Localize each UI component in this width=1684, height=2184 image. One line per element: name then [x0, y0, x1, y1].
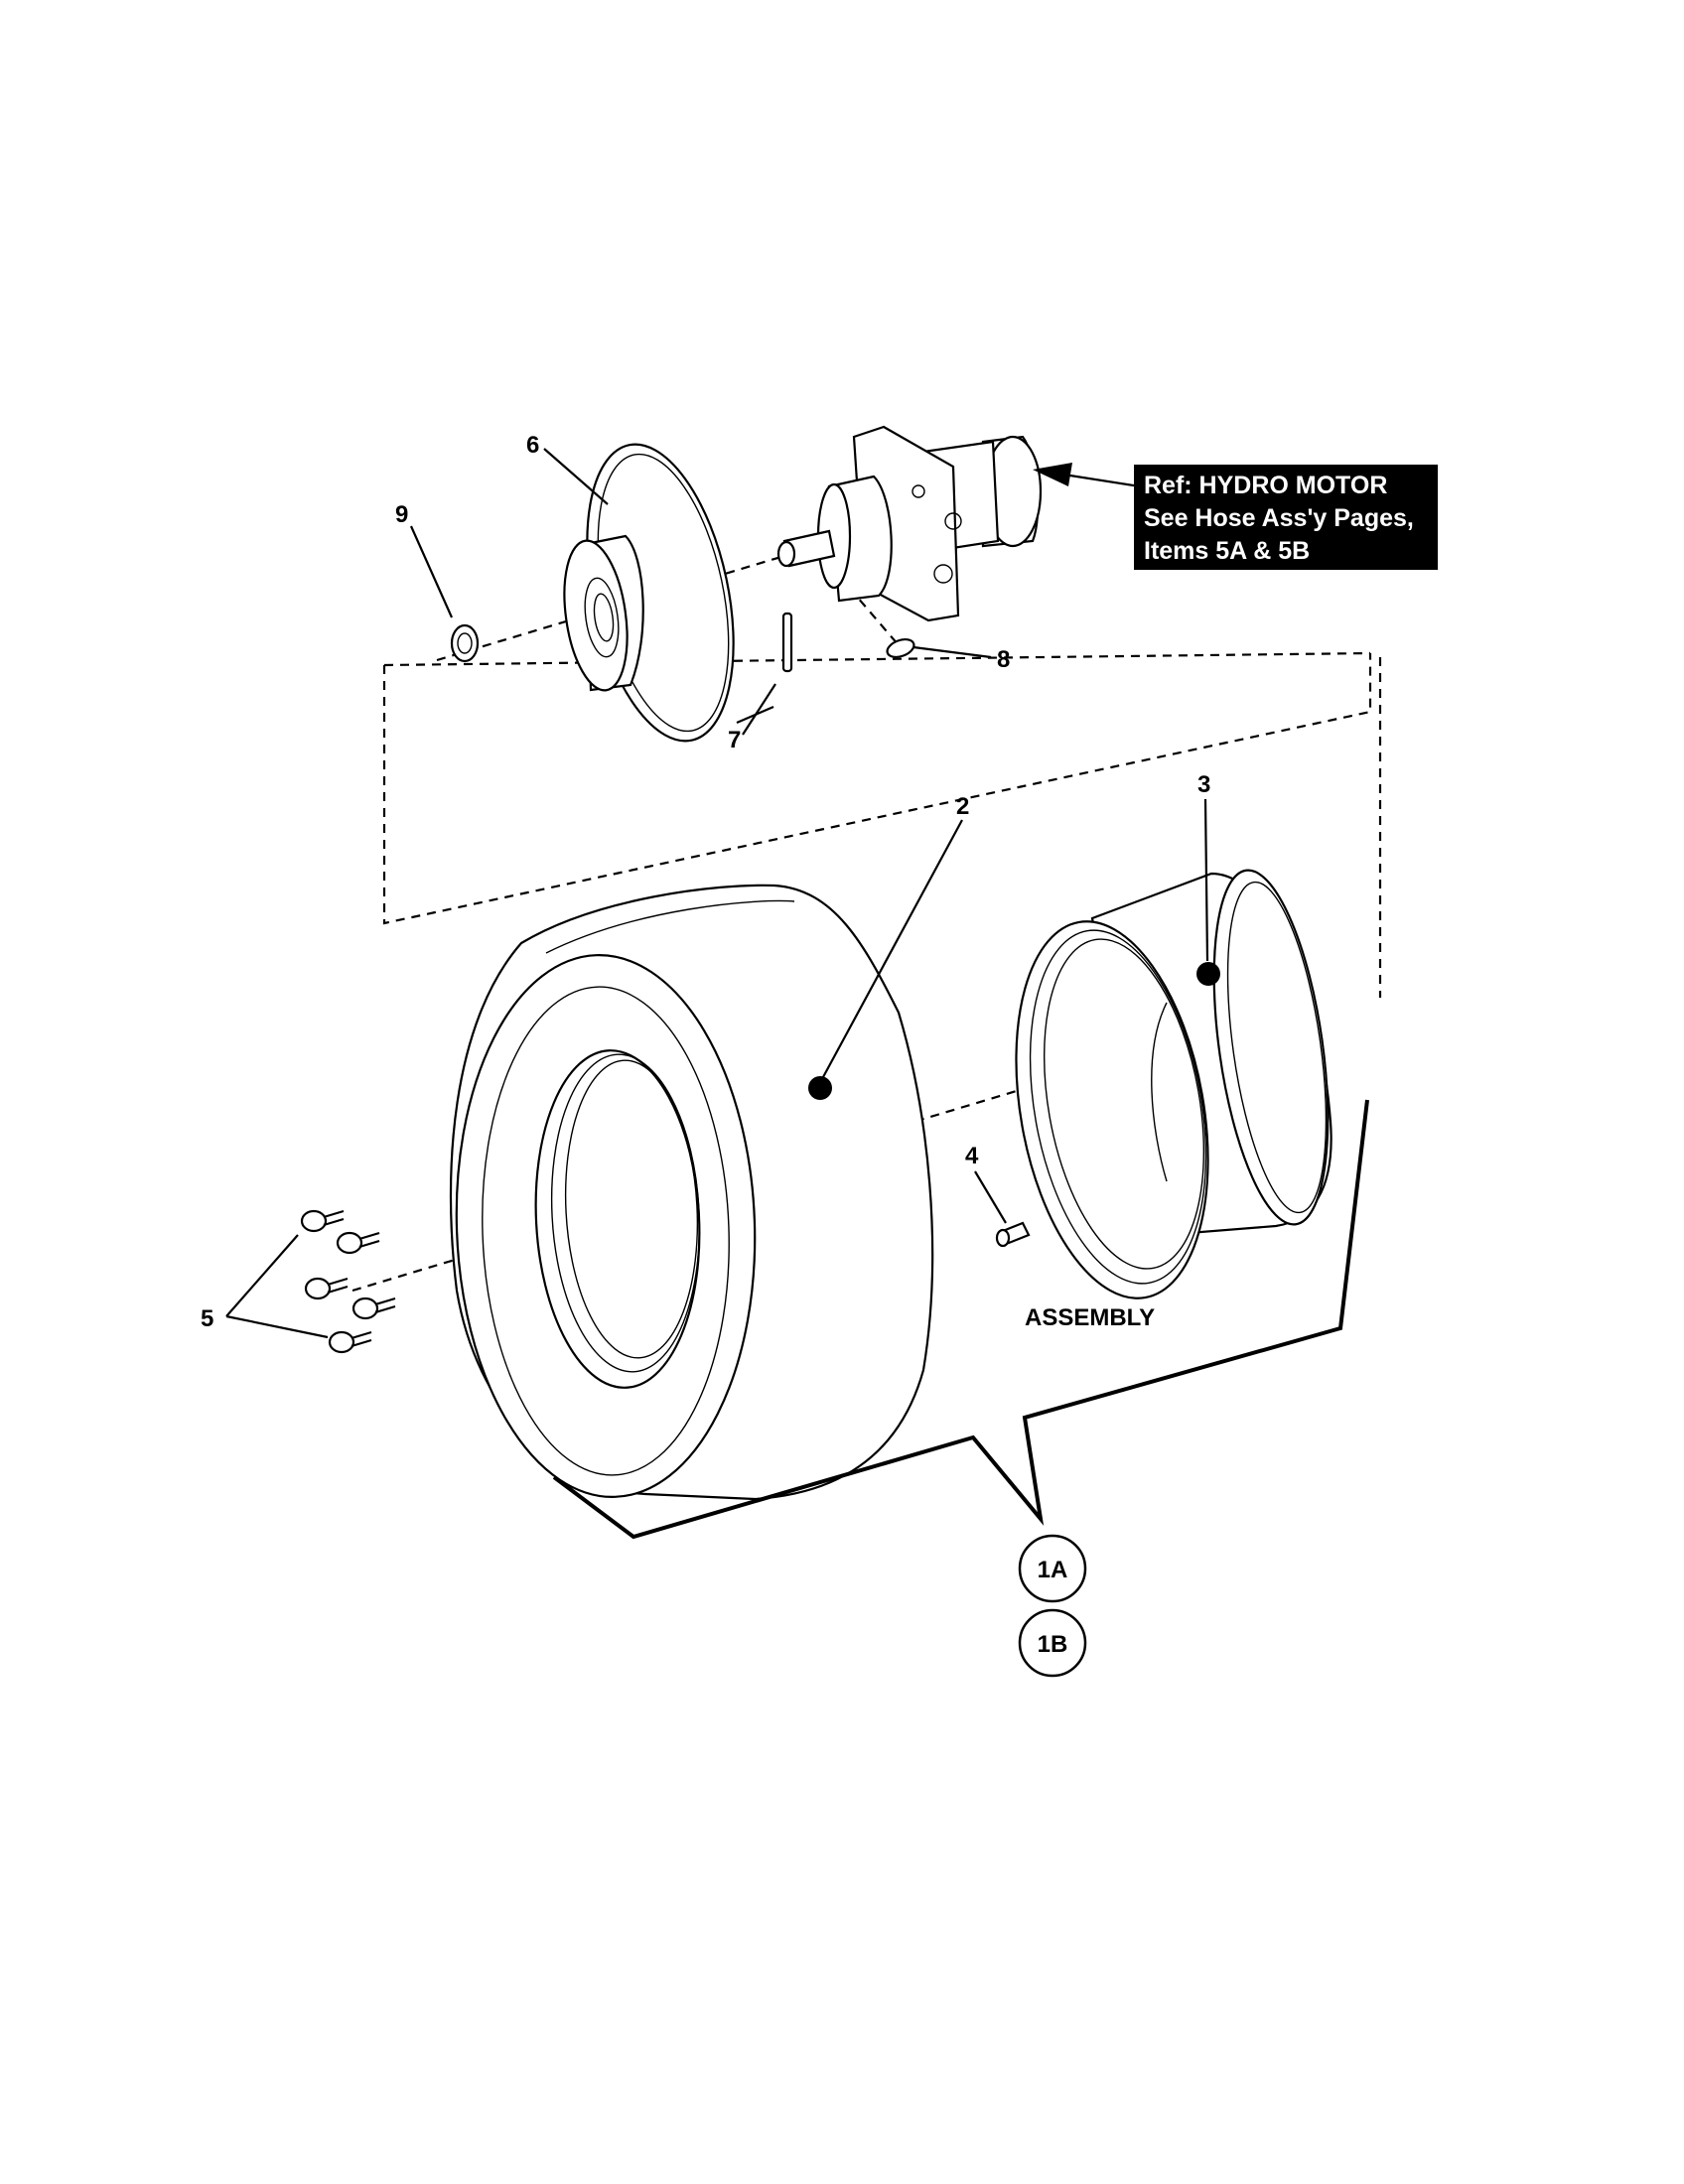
callout-9: 9	[395, 501, 408, 528]
callout-2: 2	[956, 793, 969, 820]
assembly-bracket	[552, 1099, 1369, 1540]
assembly-label: ASSEMBLY	[1025, 1304, 1155, 1331]
assembly-ref-1b: 1B	[1018, 1608, 1087, 1678]
callout-6: 6	[526, 432, 539, 459]
leader-lines	[225, 448, 1209, 1339]
callout-5: 5	[201, 1305, 213, 1332]
woodruff-key	[886, 637, 915, 659]
tire	[449, 884, 934, 1501]
hydro-motor-ref-arrow	[1033, 463, 1141, 488]
reference-line-3: Items 5A & 5B	[1144, 537, 1310, 565]
hydro-motor	[776, 425, 1043, 622]
reference-box-background	[1134, 465, 1438, 570]
hub	[563, 443, 735, 743]
assembly-ref-1b-label: 1B	[1038, 1631, 1068, 1658]
lug-bolts	[300, 1209, 396, 1354]
callout-8: 8	[997, 646, 1010, 673]
hydro-motor-reference-box: Ref: HYDRO MOTOR See Hose Ass'y Pages, I…	[1134, 465, 1438, 570]
reference-line-1: Ref: HYDRO MOTOR	[1144, 472, 1387, 499]
nut	[450, 623, 480, 663]
assembly-ref-1a-label: 1A	[1038, 1557, 1068, 1583]
rim	[1015, 869, 1333, 1299]
callout-4: 4	[965, 1143, 979, 1169]
lug-bolt	[336, 1231, 380, 1255]
rim-marker-dot	[1196, 962, 1220, 986]
lug-bolt	[304, 1277, 349, 1300]
lug-bolt	[328, 1330, 372, 1354]
lug-bolt	[351, 1297, 396, 1320]
callout-3: 3	[1197, 771, 1210, 798]
assembly-ref-1a: 1A	[1018, 1534, 1087, 1603]
assembly-boundary-dashed	[382, 651, 1382, 998]
valve-stem	[995, 1221, 1031, 1248]
tire-marker-dot	[808, 1076, 832, 1100]
lug-bolt	[300, 1209, 345, 1233]
key	[781, 612, 793, 673]
callout-7: 7	[728, 727, 741, 753]
reference-line-2: See Hose Ass'y Pages,	[1144, 504, 1414, 532]
